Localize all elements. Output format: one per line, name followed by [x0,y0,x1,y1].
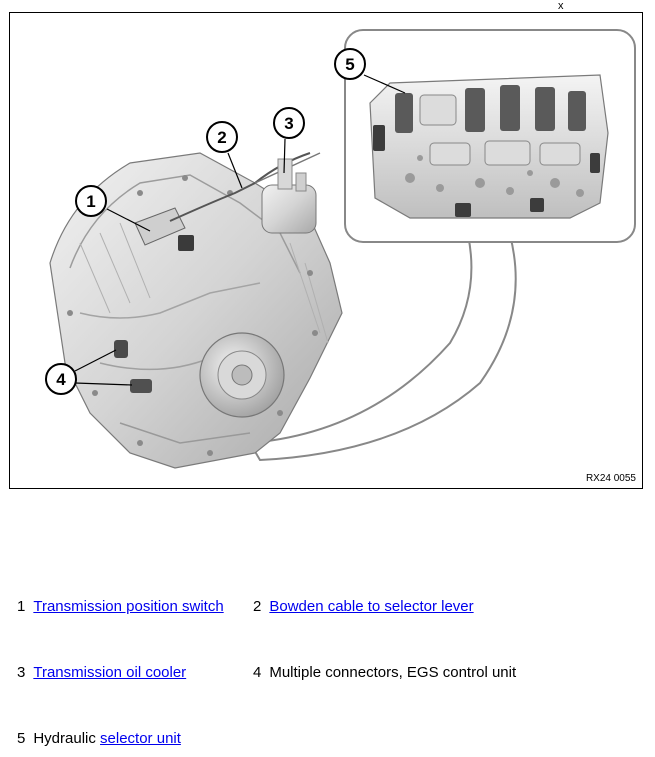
callout-4-label: 4 [56,370,66,389]
legend-item-1: 1 Transmission position switch [17,598,224,616]
legend-text: Hydraulic [33,730,101,747]
leader-3 [283,138,286,174]
top-marker: x [558,0,564,12]
legend-item-2: 2 Bowden cable to selector lever [253,598,474,616]
transmission-oil-cooler-link[interactable]: Transmission oil cooler [33,664,187,681]
bowden-cable-link[interactable]: Bowden cable to selector lever [269,598,474,615]
transmission-illustration: 1 2 3 4 5 [45,29,636,469]
leader-1 [106,208,151,232]
transmission-housing [49,152,343,469]
legend-text: Multiple connectors, EGS control unit [269,664,517,681]
legend-number: 5 [17,730,26,747]
leader-4b [74,382,133,386]
figure-code: RX24 0055 [585,473,636,484]
selector-unit-link[interactable]: selector unit [100,730,181,747]
legend-number: 4 [253,664,262,681]
callout-1-label: 1 [86,192,95,211]
callout-2: 2 [206,121,238,153]
callout-1: 1 [75,185,107,217]
callout-3-label: 3 [284,114,293,133]
legend-item-3: 3 Transmission oil cooler [17,664,186,682]
leader-5 [363,74,406,94]
legend-number: 2 [253,598,262,615]
callout-2-label: 2 [217,128,226,147]
leader-2 [227,152,243,189]
leader-4a [74,349,117,372]
callout-4: 4 [45,363,77,395]
transmission-figure: 1 2 3 4 5 RX24 0055 [9,12,643,489]
callout-5: 5 [334,48,366,80]
legend-number: 3 [17,664,26,681]
valve-body-illustration [369,74,609,219]
legend-item-4: 4 Multiple connectors, EGS control unit [253,664,516,682]
transmission-position-switch-link[interactable]: Transmission position switch [33,598,224,615]
callout-5-label: 5 [345,55,354,74]
legend-item-5: 5 Hydraulic selector unit [17,730,181,748]
callout-3: 3 [273,107,305,139]
legend-number: 1 [17,598,26,615]
